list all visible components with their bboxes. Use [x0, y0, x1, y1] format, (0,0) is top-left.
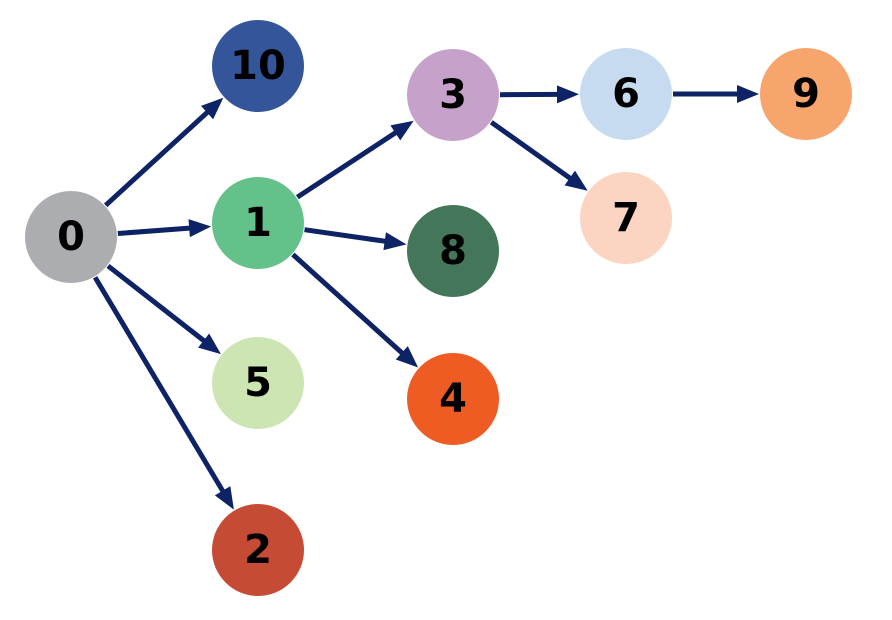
node-2: 2: [212, 504, 304, 596]
arrowhead-icon: [188, 219, 212, 238]
node-label: 7: [612, 195, 640, 241]
node-7: 7: [580, 172, 672, 264]
node-5: 5: [212, 337, 304, 429]
arrowhead-icon: [383, 232, 407, 251]
arrowhead-icon: [198, 333, 221, 355]
node-circle: [212, 177, 304, 269]
node-4: 4: [407, 353, 499, 445]
edge-line: [103, 109, 211, 208]
node-label: 9: [792, 71, 820, 117]
node-9: 9: [760, 48, 852, 140]
edge-line: [117, 225, 192, 236]
node-3: 3: [407, 49, 499, 141]
node-0: 0: [25, 191, 117, 283]
edges-layer: [92, 85, 759, 510]
node-8: 8: [407, 205, 499, 297]
arrowhead-icon: [214, 486, 234, 510]
node-circle: [407, 205, 499, 297]
node-label: 3: [439, 72, 467, 118]
node-circle: [407, 49, 499, 141]
node-label: 2: [244, 527, 272, 573]
arrowhead-icon: [564, 170, 588, 191]
arrowhead-icon: [556, 85, 580, 104]
node-circle: [212, 504, 304, 596]
edge-3-to-7: [489, 120, 588, 191]
edge-0-to-1: [117, 219, 212, 238]
edge-1-to-4: [291, 252, 419, 368]
edge-0-to-10: [103, 97, 224, 208]
edge-0-to-2: [92, 276, 234, 510]
node-circle: [212, 20, 304, 112]
node-label: 6: [612, 71, 640, 117]
node-circle: [760, 48, 852, 140]
edge-3-to-6: [499, 85, 580, 104]
edge-6-to-9: [673, 85, 759, 103]
node-6: 6: [580, 48, 672, 140]
node-circle: [407, 353, 499, 445]
edge-line: [92, 276, 226, 494]
edge-line: [304, 227, 388, 244]
node-circle: [212, 337, 304, 429]
node-label: 10: [230, 43, 286, 89]
arrowhead-icon: [737, 85, 759, 103]
node-10: 10: [212, 20, 304, 112]
arrowhead-icon: [201, 97, 224, 120]
arrowhead-icon: [390, 120, 414, 141]
node-circle: [25, 191, 117, 283]
edge-0-to-5: [106, 263, 221, 355]
node-circle: [580, 172, 672, 264]
node-label: 5: [244, 360, 272, 406]
edge-line: [106, 263, 207, 344]
edge-line: [489, 120, 573, 182]
node-label: 8: [439, 228, 467, 274]
arrowhead-icon: [395, 346, 419, 368]
edge-1-to-3: [295, 120, 414, 200]
nodes-layer: 0 10 1 5 2 3 8 4 6 7 9: [25, 20, 852, 596]
node-label: 0: [57, 214, 85, 260]
edge-1-to-8: [304, 227, 407, 251]
node-circle: [580, 48, 672, 140]
edge-line: [295, 129, 399, 200]
node-label: 4: [439, 376, 467, 422]
edge-line: [291, 252, 405, 356]
node-1: 1: [212, 177, 304, 269]
node-label: 1: [244, 200, 272, 246]
